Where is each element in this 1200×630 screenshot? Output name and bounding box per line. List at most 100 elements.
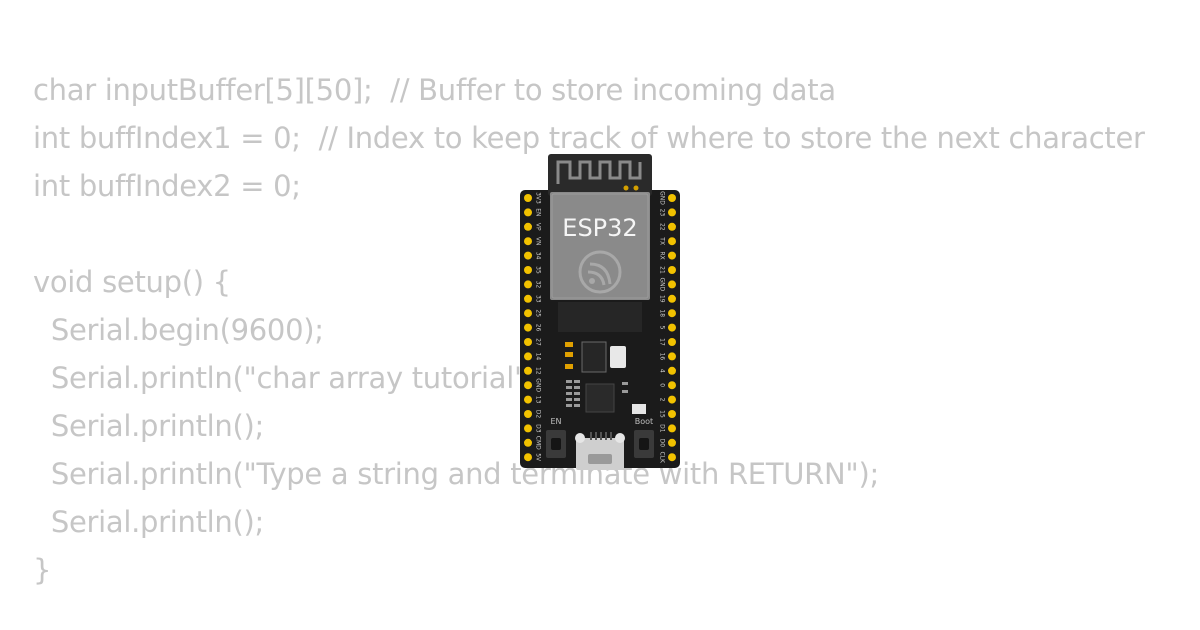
right-header-pin[interactable] [668, 366, 676, 375]
left-header-pin[interactable] [524, 266, 532, 274]
left-pin-label: 3V3 [535, 192, 542, 204]
right-pin-label: RX [659, 251, 666, 259]
right-header-pin[interactable] [668, 194, 676, 202]
left-pin-label: EN [535, 208, 542, 216]
left-pin-label: 26 [535, 324, 542, 332]
left-header-pin[interactable] [524, 366, 532, 375]
right-pin-label: GND [659, 191, 666, 205]
right-pin-label: 15 [659, 410, 666, 418]
left-header-pin[interactable] [524, 294, 532, 303]
left-pin-label: VP [535, 223, 542, 231]
left-pin-label: 32 [535, 281, 542, 289]
right-header-pin[interactable] [668, 294, 676, 303]
left-header-pin[interactable] [524, 208, 532, 217]
code-line: Serial.begin(9600); [33, 313, 324, 347]
code-line: Serial.println("Type a string and termin… [33, 457, 879, 491]
right-pin-label: 19 [659, 295, 666, 303]
code-line: Serial.println(); [33, 409, 264, 443]
left-pin-label: 5V [535, 453, 542, 462]
code-line: void setup() { [33, 265, 231, 299]
esp32-devkit-board[interactable]: ESP32 [518, 154, 682, 472]
right-pin-label: 17 [659, 338, 666, 346]
antenna-trace [556, 160, 642, 184]
led-indicator [565, 352, 573, 357]
right-header-pin[interactable] [668, 323, 676, 332]
en-button[interactable] [546, 430, 566, 458]
left-header-pin[interactable] [524, 338, 532, 346]
right-pin-label: TX [659, 236, 666, 245]
left-pin-label: 34 [535, 252, 542, 260]
left-header-pin[interactable] [524, 222, 532, 231]
usb-uart-chip [585, 383, 615, 413]
voltage-regulator [581, 341, 607, 373]
module-pads [558, 302, 642, 332]
code-line: int buffIndex2 = 0; [33, 169, 301, 203]
right-pin-label: 2 [659, 398, 666, 402]
antenna-pad [623, 185, 629, 191]
right-pin-label: 5 [659, 326, 666, 330]
left-pin-label: 13 [535, 396, 542, 404]
left-header-pin[interactable] [524, 309, 532, 318]
code-editor: char inputBuffer[5][50]; // Buffer to st… [33, 66, 1168, 594]
right-pin-label: 4 [659, 369, 666, 373]
code-line: } [33, 553, 52, 587]
left-pin-label: VN [535, 237, 542, 246]
right-pin-label: 22 [659, 223, 666, 231]
left-header-pin[interactable] [524, 194, 532, 202]
left-pin-label: 12 [535, 367, 542, 375]
left-pin-label: 27 [535, 338, 542, 346]
right-pin-label: 16 [659, 353, 666, 361]
left-header-pin[interactable] [524, 438, 532, 447]
code-line: Serial.println(); [33, 505, 264, 539]
right-pin-label: D0 [659, 439, 666, 448]
module-shield-edge [551, 193, 649, 299]
right-header-pin[interactable] [668, 381, 676, 390]
right-header-pin[interactable] [668, 338, 676, 346]
left-header-pin[interactable] [524, 410, 532, 418]
right-header-pin[interactable] [668, 309, 676, 318]
right-header-pin[interactable] [668, 222, 676, 231]
en-button-label: EN [550, 417, 561, 426]
right-header-pin[interactable] [668, 453, 676, 462]
boot-button-label: Boot [635, 417, 653, 426]
right-header-pin[interactable] [668, 280, 676, 289]
left-pin-header: 3V3ENVPVN343532332526271412GND13D2D3CMD5… [524, 192, 542, 462]
code-line: int buffIndex1 = 0; // Index to keep tra… [33, 121, 1145, 155]
right-header-pin[interactable] [668, 251, 676, 260]
left-header-pin[interactable] [524, 453, 532, 462]
right-header-pin[interactable] [668, 424, 676, 433]
right-pin-label: 18 [659, 309, 666, 317]
left-pin-label: CMD [535, 436, 542, 450]
left-header-pin[interactable] [524, 280, 532, 289]
led-indicator [565, 364, 573, 369]
espressif-logo-icon [578, 250, 622, 294]
micro-usb-port[interactable] [575, 432, 625, 470]
module-label: ESP32 [562, 214, 637, 242]
left-header-pin[interactable] [524, 352, 532, 361]
left-header-pin[interactable] [524, 395, 532, 404]
left-pin-label: 25 [535, 309, 542, 317]
right-pin-label: 23 [659, 209, 666, 217]
left-pin-label: D3 [535, 424, 542, 433]
left-header-pin[interactable] [524, 251, 532, 260]
right-header-pin[interactable] [668, 438, 676, 447]
left-header-pin[interactable] [524, 424, 532, 433]
left-header-pin[interactable] [524, 237, 532, 246]
right-header-pin[interactable] [668, 208, 676, 217]
right-header-pin[interactable] [668, 266, 676, 274]
right-pin-label: D1 [659, 424, 666, 433]
left-pin-label: GND [535, 378, 542, 392]
smd-resistors [566, 380, 646, 414]
left-pin-label: 35 [535, 266, 542, 274]
left-header-pin[interactable] [524, 323, 532, 332]
led-indicator [565, 342, 573, 347]
component-chip [610, 346, 626, 368]
right-header-pin[interactable] [668, 410, 676, 418]
boot-button[interactable] [634, 430, 654, 458]
right-header-pin[interactable] [668, 395, 676, 404]
left-header-pin[interactable] [524, 381, 532, 390]
code-line: char inputBuffer[5][50]; // Buffer to st… [33, 73, 836, 107]
right-header-pin[interactable] [668, 237, 676, 246]
antenna-pad [633, 185, 639, 191]
right-header-pin[interactable] [668, 352, 676, 361]
